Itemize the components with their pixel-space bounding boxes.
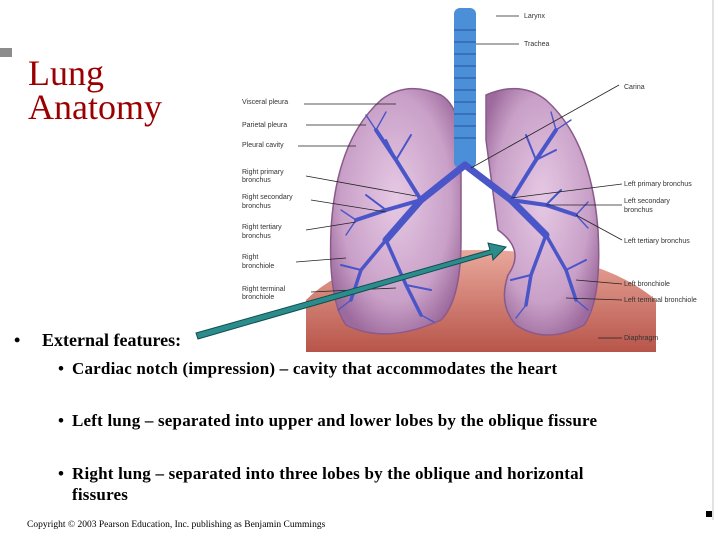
sub-bullet-dot: • bbox=[58, 464, 64, 483]
lung-anatomy-diagram: Visceral pleura Parietal pleura Pleural … bbox=[242, 8, 697, 352]
label-pleural-cavity: Pleural cavity bbox=[242, 142, 284, 149]
right-border-rule bbox=[712, 0, 714, 520]
left-lung-shape bbox=[485, 87, 600, 336]
bullet-external-features-text: External features: bbox=[42, 330, 182, 350]
trachea-shape bbox=[454, 8, 476, 168]
title-line-2: Anatomy bbox=[28, 87, 162, 127]
label-larynx: Larynx bbox=[524, 13, 546, 20]
sub-bullet-left-lung-text: Left lung – separated into upper and low… bbox=[72, 411, 598, 430]
label-parietal-pleura: Parietal pleura bbox=[242, 122, 287, 129]
sub-bullet-cardiac-notch-text: Cardiac notch (impression) – cavity that… bbox=[72, 359, 558, 378]
label-carina: Carina bbox=[624, 84, 645, 91]
copyright-notice: Copyright © 2003 Pearson Education, Inc.… bbox=[27, 520, 326, 530]
sub-bullet-right-lung-text: Right lung – separated into three lobes … bbox=[72, 464, 584, 504]
label-visceral-pleura: Visceral pleura bbox=[242, 99, 288, 106]
corner-square bbox=[706, 511, 712, 517]
corner-mark bbox=[0, 48, 12, 57]
label-right-terminal-2: bronchiole bbox=[242, 294, 274, 301]
label-left-secondary: Left secondary bbox=[624, 198, 670, 205]
label-right-terminal: Right terminal bbox=[242, 286, 286, 293]
label-right-primary-2: bronchus bbox=[242, 177, 271, 184]
sub-bullet-dot: • bbox=[58, 359, 64, 378]
label-right-tertiary-2: bronchus bbox=[242, 233, 271, 240]
sub-bullet-dot: • bbox=[58, 411, 64, 430]
label-left-tertiary-bronchus: Left tertiary bronchus bbox=[624, 238, 690, 245]
label-right-bronchiole-2: bronchiole bbox=[242, 263, 274, 270]
label-left-bronchiole: Left bronchiole bbox=[624, 281, 670, 288]
bullet-dot: • bbox=[14, 330, 21, 350]
label-right-secondary: Right secondary bbox=[242, 194, 293, 201]
title-line-1: Lung bbox=[28, 53, 104, 93]
label-left-primary-bronchus: Left primary bronchus bbox=[624, 181, 692, 188]
label-right-primary: Right primary bbox=[242, 169, 284, 176]
label-right-tertiary: Right tertiary bbox=[242, 224, 282, 231]
label-trachea: Trachea bbox=[524, 41, 550, 48]
label-right-bronchiole: Right bbox=[242, 254, 258, 261]
label-left-secondary-2: bronchus bbox=[624, 207, 653, 214]
label-right-secondary-2: bronchus bbox=[242, 203, 271, 210]
label-left-terminal-bronchiole: Left terminal bronchiole bbox=[624, 297, 697, 304]
slide-title: Lung Anatomy bbox=[28, 53, 228, 127]
label-diaphragm: Diaphragm bbox=[624, 335, 658, 342]
